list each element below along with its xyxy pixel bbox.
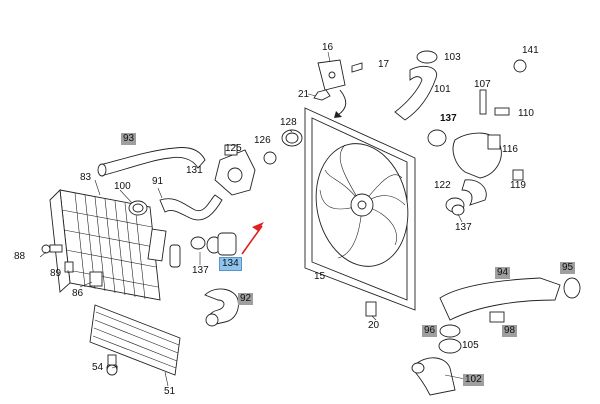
- part-20: [365, 301, 377, 317]
- callout-116: 116: [502, 144, 518, 155]
- nut-21: [313, 89, 331, 101]
- hose-122-137: [445, 179, 487, 216]
- fan-assembly: [304, 107, 416, 311]
- callout-110: 110: [518, 108, 534, 119]
- callout-119: 119: [510, 180, 526, 191]
- callout-89: 89: [50, 268, 62, 279]
- callout-134-highlighted: 134: [219, 257, 242, 271]
- callout-93: 93: [121, 133, 137, 145]
- hose-134-group: [190, 232, 237, 256]
- small-parts-left: [41, 244, 103, 287]
- bolt-54: [106, 364, 118, 376]
- callout-83: 83: [80, 172, 92, 183]
- callout-95: 95: [560, 262, 576, 274]
- thermostat-housing: [214, 144, 256, 196]
- seals-96-105-98: [438, 311, 505, 354]
- callout-54: 54: [92, 362, 104, 373]
- callout-98: 98: [502, 325, 518, 337]
- hose-92: [204, 288, 239, 327]
- callout-51: 51: [164, 386, 176, 397]
- parts-107-110: [479, 89, 510, 116]
- callout-86: 86: [72, 288, 84, 299]
- callout-125: 125: [225, 143, 242, 154]
- callout-128: 128: [280, 117, 297, 128]
- callout-131: 131: [186, 165, 203, 176]
- housing-116: [427, 129, 524, 181]
- radiator: [49, 189, 181, 301]
- hose-93: [97, 147, 206, 177]
- callout-103: 103: [444, 52, 461, 63]
- callout-137-right: 137: [455, 222, 472, 233]
- callout-16: 16: [322, 42, 334, 53]
- pipe-94: [439, 277, 581, 321]
- seal-ring-126: [263, 151, 277, 165]
- callout-100: 100: [114, 181, 131, 192]
- callout-137-top: 137: [440, 113, 457, 124]
- elbow-102: [411, 357, 456, 396]
- callout-102: 102: [463, 374, 484, 386]
- callout-20: 20: [368, 320, 380, 331]
- callout-101: 101: [434, 84, 451, 95]
- callout-126: 126: [254, 135, 271, 146]
- hose-91: [128, 194, 223, 221]
- callout-88: 88: [14, 251, 26, 262]
- bracket-16: [317, 59, 363, 118]
- hose-101: [394, 50, 527, 121]
- oil-cooler: [89, 304, 181, 376]
- callout-96: 96: [422, 325, 438, 337]
- callout-91: 91: [152, 176, 164, 187]
- callout-94: 94: [495, 267, 511, 279]
- callout-17: 17: [378, 59, 390, 70]
- clamp-128: [281, 129, 303, 147]
- highlight-arrow: [241, 222, 264, 255]
- callout-137-mid: 137: [192, 265, 209, 276]
- callout-92: 92: [238, 293, 254, 305]
- callout-15: 15: [314, 271, 326, 282]
- callout-107: 107: [474, 79, 491, 90]
- callout-122: 122: [434, 180, 451, 191]
- callout-105: 105: [462, 340, 479, 351]
- callout-141: 141: [522, 45, 539, 56]
- callout-21: 21: [298, 89, 310, 100]
